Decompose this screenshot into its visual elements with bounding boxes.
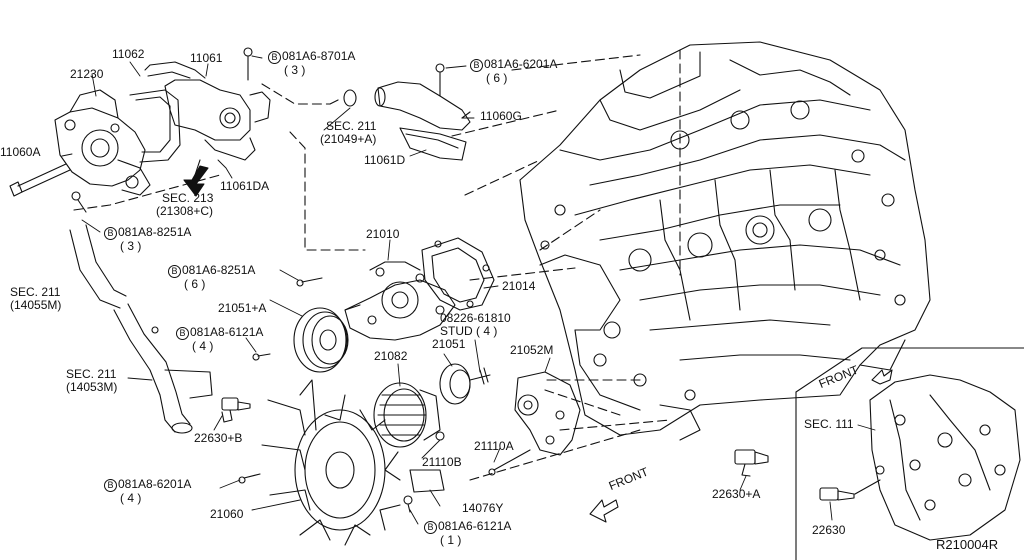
inset-box — [795, 347, 1024, 560]
thermostat-housing — [9, 47, 271, 197]
section-sub: (21308+C) — [156, 204, 214, 218]
label-21110a: 21110A — [474, 439, 514, 453]
quantity: ( 3 ) — [120, 239, 142, 253]
bolt-marker: B — [176, 327, 189, 340]
part-number: 081A6-8251A — [182, 263, 256, 277]
stud-quantity: STUD ( 4 ) — [440, 324, 498, 338]
misc-clips — [238, 431, 445, 513]
label-21110b: 21110B — [422, 455, 462, 469]
bolt-marker: B — [104, 479, 117, 492]
quantity: ( 3 ) — [284, 63, 306, 77]
label-11061d: 11061D — [364, 153, 406, 167]
water-outlet-11060g — [343, 63, 471, 161]
label-14076y: 14076Y — [462, 501, 504, 515]
quantity: ( 4 ) — [120, 491, 142, 505]
water-pump — [296, 237, 495, 341]
sec213-arrow — [183, 165, 209, 197]
fan-clutch — [373, 382, 441, 448]
label-21230: 21230 — [70, 67, 104, 81]
idler-pulley — [439, 363, 491, 405]
label-11061da: 11061DA — [220, 179, 270, 193]
quantity: ( 6 ) — [184, 277, 206, 291]
part-number: 081A6-8701A — [282, 49, 356, 63]
bolt-marker: B — [268, 51, 281, 64]
quantity: ( 4 ) — [192, 339, 214, 353]
temp-sensor-22630a — [734, 449, 769, 477]
bolt-marker: B — [104, 227, 117, 240]
section-sub: (14053M) — [66, 380, 118, 394]
label-22630a: 22630+A — [712, 487, 761, 501]
part-number: 08226-61810 — [440, 311, 511, 325]
pump-pulley — [252, 307, 349, 373]
radiator-hoses — [69, 191, 213, 434]
bolt-marker: B — [168, 265, 181, 278]
label-11060g: 11060G — [480, 109, 522, 123]
cooling-fan — [261, 379, 401, 546]
label-22630b: 22630+B — [194, 431, 243, 445]
quantity: ( 1 ) — [440, 533, 462, 547]
label-sec211-14053m: SEC. 211(14053M) — [66, 368, 117, 394]
label-21082: 21082 — [374, 349, 408, 363]
part-number: 081A8-6121A — [190, 325, 264, 339]
part-number: 081A8-8251A — [118, 225, 192, 239]
bolt-marker: B — [470, 59, 483, 72]
label-11061: 11061 — [190, 51, 223, 65]
temp-sensor-22630b — [221, 397, 251, 423]
label-21051a: 21051+A — [218, 301, 267, 315]
label-21052m: 21052M — [510, 343, 554, 357]
label-21010: 21010 — [366, 227, 400, 241]
idler-bracket — [488, 371, 581, 476]
front-arrow-inset — [871, 369, 893, 385]
reference-code: R210004R — [936, 537, 999, 552]
front-arrow-main — [589, 499, 619, 523]
label-11062: 11062 — [112, 47, 145, 61]
quantity: ( 6 ) — [486, 71, 508, 85]
label-21060: 21060 — [210, 507, 244, 521]
label-leaders — [61, 55, 876, 525]
assembly-leaders — [73, 49, 681, 481]
section-ref: SEC. 211 — [326, 119, 377, 133]
label-sec211-21049a: SEC. 211(21049+A) — [320, 119, 377, 146]
bolt-marker: B — [424, 521, 437, 534]
section-ref: SEC. 211 — [66, 367, 117, 381]
label-sec211-14055m: SEC. 211(14055M) — [10, 286, 61, 312]
label-sec213: SEC. 213(21308+C) — [156, 191, 214, 218]
part-number: 081A6-6121A — [438, 519, 512, 533]
part-number: 081A6-6201A — [484, 57, 558, 71]
section-ref: SEC. 213 — [162, 191, 214, 205]
label-11060a: 11060A — [0, 145, 41, 159]
section-sub: (21049+A) — [320, 132, 377, 146]
label-22630: 22630 — [812, 523, 846, 537]
section-sub: (14055M) — [10, 298, 62, 312]
section-ref: SEC. 211 — [10, 285, 61, 299]
label-21014: 21014 — [502, 279, 536, 293]
part-number: 081A8-6201A — [118, 477, 192, 491]
label-21051: 21051 — [432, 337, 466, 351]
label-sec111: SEC. 111 — [804, 417, 854, 431]
